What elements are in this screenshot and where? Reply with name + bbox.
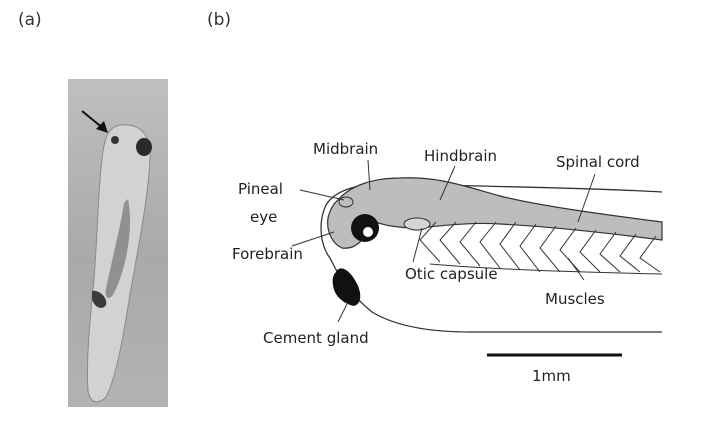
panel-b-label: (b)	[207, 10, 232, 30]
label-eye: eye	[250, 208, 277, 226]
panel-a-label: (a)	[18, 10, 42, 30]
arrow-head-icon	[96, 121, 108, 133]
cement-gland-shape	[332, 268, 361, 306]
label-pineal: Pineal	[238, 180, 283, 198]
label-otic-capsule: Otic capsule	[405, 265, 498, 283]
label-hindbrain: Hindbrain	[424, 147, 497, 165]
tadpole-gut	[105, 199, 131, 298]
scale-bar-label: 1mm	[532, 367, 571, 385]
eye-lens	[363, 227, 373, 237]
label-muscles: Muscles	[545, 290, 605, 308]
label-spinal-cord: Spinal cord	[556, 153, 640, 171]
label-cement-gland: Cement gland	[263, 329, 369, 347]
label-forebrain: Forebrain	[232, 245, 303, 263]
otic-capsule-shape	[403, 217, 431, 231]
pineal-organ	[338, 196, 354, 208]
tadpole-pineal-spot	[111, 136, 119, 144]
leader-lines	[291, 159, 596, 323]
tadpole-photo	[68, 79, 168, 407]
tadpole-eye	[136, 138, 152, 156]
label-midbrain: Midbrain	[313, 140, 378, 158]
tadpole-dark-mark	[92, 290, 107, 308]
body-outline	[320, 183, 663, 333]
brain-region	[327, 177, 663, 249]
